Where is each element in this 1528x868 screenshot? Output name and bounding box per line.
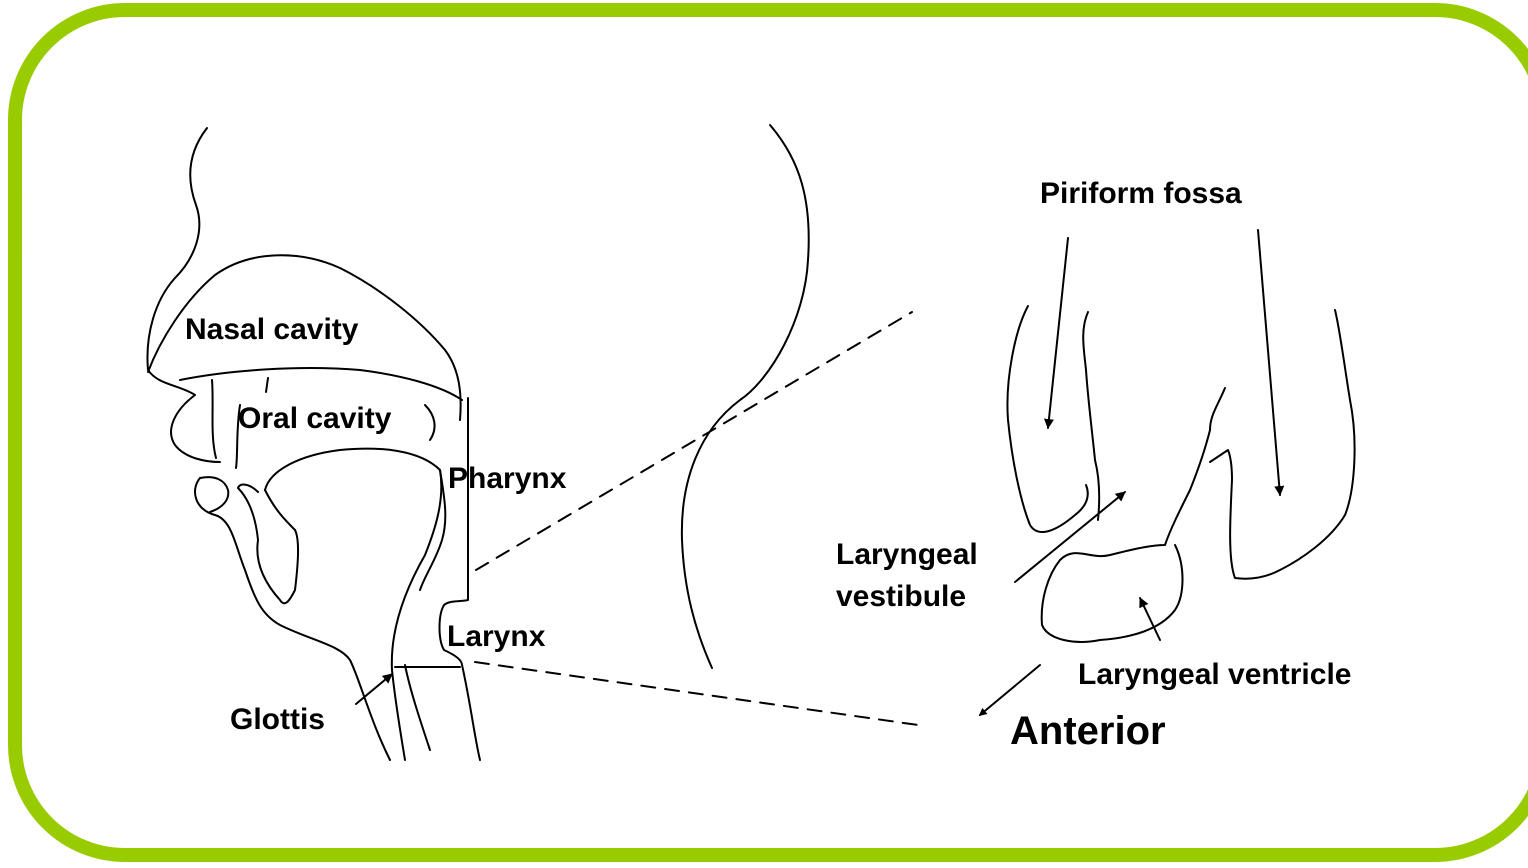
piriform-arrow-right: [1258, 230, 1280, 495]
label-laryngeal-vestibule-line2: vestibule: [836, 580, 966, 615]
right-fold: [1210, 310, 1355, 579]
label-oral-cavity: Oral cavity: [238, 402, 391, 437]
left-fold-inner: [1083, 312, 1099, 520]
piriform-arrow-left: [1048, 238, 1068, 428]
tongue: [265, 449, 441, 670]
label-laryngeal-ventricle: Laryngeal ventricle: [1078, 658, 1351, 693]
head-outline: [147, 125, 808, 760]
face-profile: [147, 128, 220, 462]
projection-line-upper: [476, 312, 912, 570]
ventricle-arrow: [1140, 598, 1160, 640]
projection-lines: [475, 312, 918, 725]
lip-upper: [200, 477, 228, 512]
label-piriform-fossa: Piriform fossa: [1040, 177, 1242, 212]
label-nasal-cavity: Nasal cavity: [185, 313, 358, 348]
nasal-floor: [180, 368, 462, 400]
tongue-inner: [238, 485, 298, 604]
left-fold: [1007, 306, 1087, 532]
label-laryngeal-vestibule-line1: Laryngeal: [836, 538, 978, 573]
central-structure: [1042, 388, 1225, 642]
pharynx-back-wall: [440, 398, 481, 760]
projection-line-lower: [475, 662, 918, 725]
label-anterior: Anterior: [1010, 708, 1166, 754]
vestibule-arrow: [1015, 492, 1125, 582]
label-larynx: Larynx: [447, 620, 545, 655]
oral-cavity-roof: [425, 405, 435, 440]
neck-back: [682, 125, 809, 668]
label-glottis: Glottis: [230, 703, 325, 738]
label-pharynx: Pharynx: [448, 462, 566, 497]
larynx-detail: [1007, 306, 1354, 642]
trachea: [392, 665, 430, 760]
